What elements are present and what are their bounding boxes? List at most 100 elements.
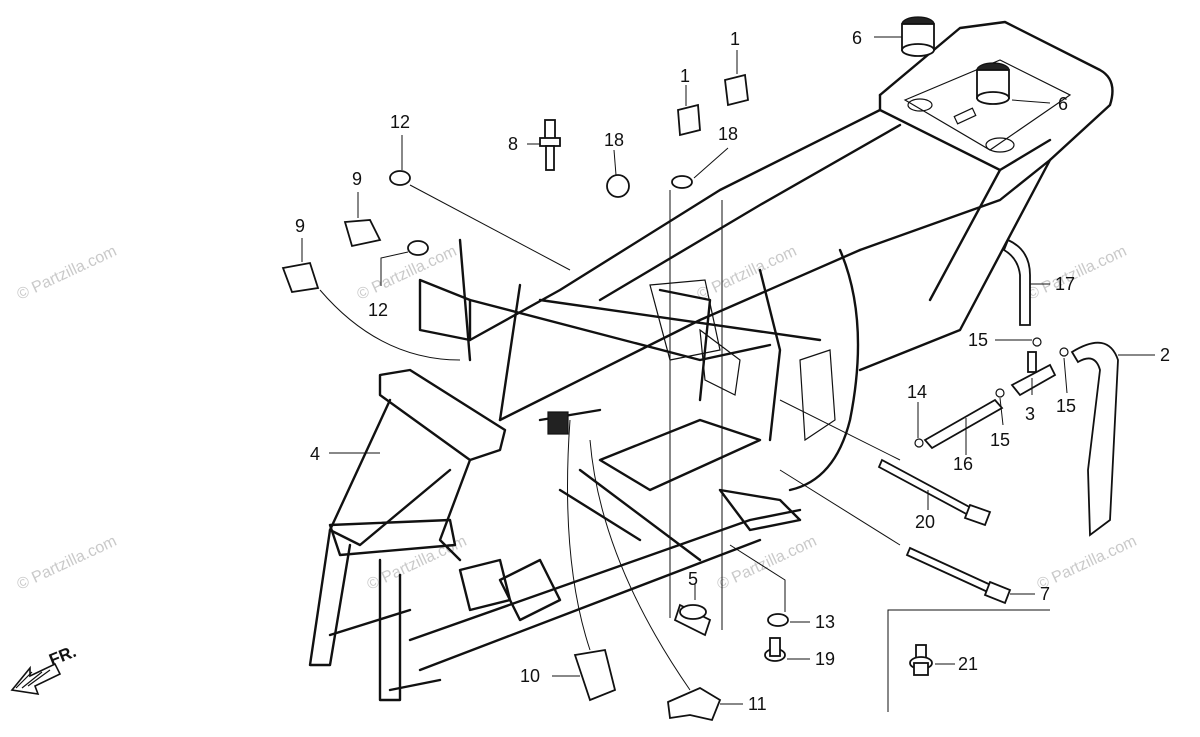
callout-15b: 15 bbox=[990, 430, 1010, 450]
callout-18b: 18 bbox=[718, 124, 738, 144]
part-9-upper bbox=[343, 219, 382, 248]
center-plate bbox=[598, 418, 762, 492]
rear-stay-right bbox=[858, 158, 1052, 372]
part-2-hose bbox=[1070, 341, 1119, 537]
part-3-joint bbox=[1010, 363, 1057, 397]
leader-lines bbox=[301, 36, 1155, 712]
parts bbox=[281, 16, 1119, 722]
lower-crossblock-1 bbox=[498, 558, 562, 622]
rear-rack-outer bbox=[858, 20, 1114, 252]
part-3-stem bbox=[1027, 351, 1037, 373]
part-13-washer bbox=[767, 613, 789, 627]
front-post-a bbox=[458, 238, 472, 362]
part-1-clip-b bbox=[677, 103, 701, 137]
part-5-spacer bbox=[673, 603, 712, 637]
rear-bracket bbox=[799, 349, 836, 442]
front-down-right bbox=[438, 458, 472, 562]
lower-rail-left bbox=[408, 508, 802, 642]
callout-10: 10 bbox=[520, 666, 540, 686]
front-leg-left bbox=[308, 528, 352, 667]
front-leg-right bbox=[378, 558, 402, 702]
front-direction-label: FR. bbox=[46, 642, 79, 670]
watermark-1: © Partzilla.com bbox=[15, 243, 120, 304]
part-14-clip bbox=[914, 438, 924, 448]
callout-17: 17 bbox=[1055, 274, 1075, 294]
callout-16: 16 bbox=[953, 454, 973, 474]
part-6-right bbox=[976, 62, 1010, 105]
callout-15a: 15 bbox=[968, 330, 988, 350]
part-18-grommet bbox=[671, 175, 693, 189]
rear-rack-inner bbox=[878, 93, 1052, 172]
callout-1b: 1 bbox=[680, 66, 690, 86]
callout-6a: 6 bbox=[852, 28, 862, 48]
part-9-lower bbox=[281, 261, 320, 294]
watermark-2: © Partzilla.com bbox=[15, 533, 120, 594]
center-gusset bbox=[649, 279, 721, 361]
callout-1a: 1 bbox=[730, 29, 740, 49]
callout-7: 7 bbox=[1040, 584, 1050, 604]
lower-stay-1 bbox=[558, 488, 642, 542]
front-down-left bbox=[328, 398, 452, 547]
part-12-mid bbox=[407, 240, 429, 256]
part-18-ball bbox=[606, 174, 630, 198]
part-15-clip-b bbox=[995, 388, 1005, 398]
callout-18a: 18 bbox=[604, 130, 624, 150]
part-1-clip-a bbox=[724, 73, 749, 107]
part-12-top bbox=[389, 170, 411, 186]
watermark-7: © Partzilla.com bbox=[1025, 243, 1130, 304]
watermark-6: © Partzilla.com bbox=[715, 533, 820, 594]
part-19-bolt bbox=[764, 637, 786, 662]
rear-mount-plate bbox=[718, 488, 802, 532]
part-11-clip bbox=[667, 686, 722, 722]
front-foot bbox=[388, 678, 442, 692]
front-crossplate bbox=[328, 518, 457, 557]
lower-stay-2 bbox=[578, 468, 702, 562]
callout-6b: 6 bbox=[1058, 94, 1068, 114]
callout-12a: 12 bbox=[390, 112, 410, 132]
part-16-hose bbox=[923, 398, 1004, 450]
callout-5: 5 bbox=[688, 569, 698, 589]
center-cross bbox=[538, 298, 822, 342]
callout-14: 14 bbox=[907, 382, 927, 402]
front-upper-bracket bbox=[418, 278, 472, 342]
watermark-5: © Partzilla.com bbox=[695, 243, 800, 304]
callout-9a: 9 bbox=[352, 169, 362, 189]
callout-9b: 9 bbox=[295, 216, 305, 236]
plate-hole-1 bbox=[907, 98, 933, 112]
lower-crossblock-2 bbox=[458, 558, 512, 612]
lower-rail-right bbox=[418, 538, 762, 672]
callout-20: 20 bbox=[915, 512, 935, 532]
rear-plate bbox=[903, 59, 1072, 151]
part-17-hose bbox=[1002, 238, 1031, 326]
shock-bracket bbox=[699, 328, 741, 396]
center-tube bbox=[658, 288, 712, 402]
mid-rail bbox=[498, 248, 862, 422]
part-15-clip-a bbox=[1032, 337, 1042, 347]
steering-head-block bbox=[378, 368, 507, 462]
callout-12b: 12 bbox=[368, 300, 388, 320]
callout-8: 8 bbox=[508, 134, 518, 154]
front-arrow-hatch bbox=[15, 669, 51, 689]
front-direction-indicator: FR. bbox=[10, 642, 79, 695]
part-20-bolt bbox=[877, 458, 992, 527]
part-15-clip-c bbox=[1059, 347, 1069, 357]
callout-2: 2 bbox=[1160, 345, 1170, 365]
callout-11: 11 bbox=[748, 694, 767, 714]
part-10-clip bbox=[573, 648, 617, 702]
clamp-block bbox=[547, 411, 569, 435]
callout-21: 21 bbox=[958, 654, 978, 674]
plate-slot bbox=[953, 107, 977, 125]
plate-hole-2 bbox=[985, 137, 1015, 153]
callout-3: 3 bbox=[1025, 404, 1035, 424]
part-21-bolt bbox=[909, 644, 933, 676]
callout-15c: 15 bbox=[1056, 396, 1076, 416]
callout-13: 13 bbox=[815, 612, 835, 632]
front-cross-rail bbox=[468, 298, 772, 362]
top-rail-lower bbox=[598, 123, 902, 302]
front-lower-cross bbox=[328, 608, 412, 637]
rear-stay-inner bbox=[928, 168, 1002, 302]
watermark-8: © Partzilla.com bbox=[1035, 533, 1140, 594]
main-frame bbox=[308, 20, 1114, 702]
